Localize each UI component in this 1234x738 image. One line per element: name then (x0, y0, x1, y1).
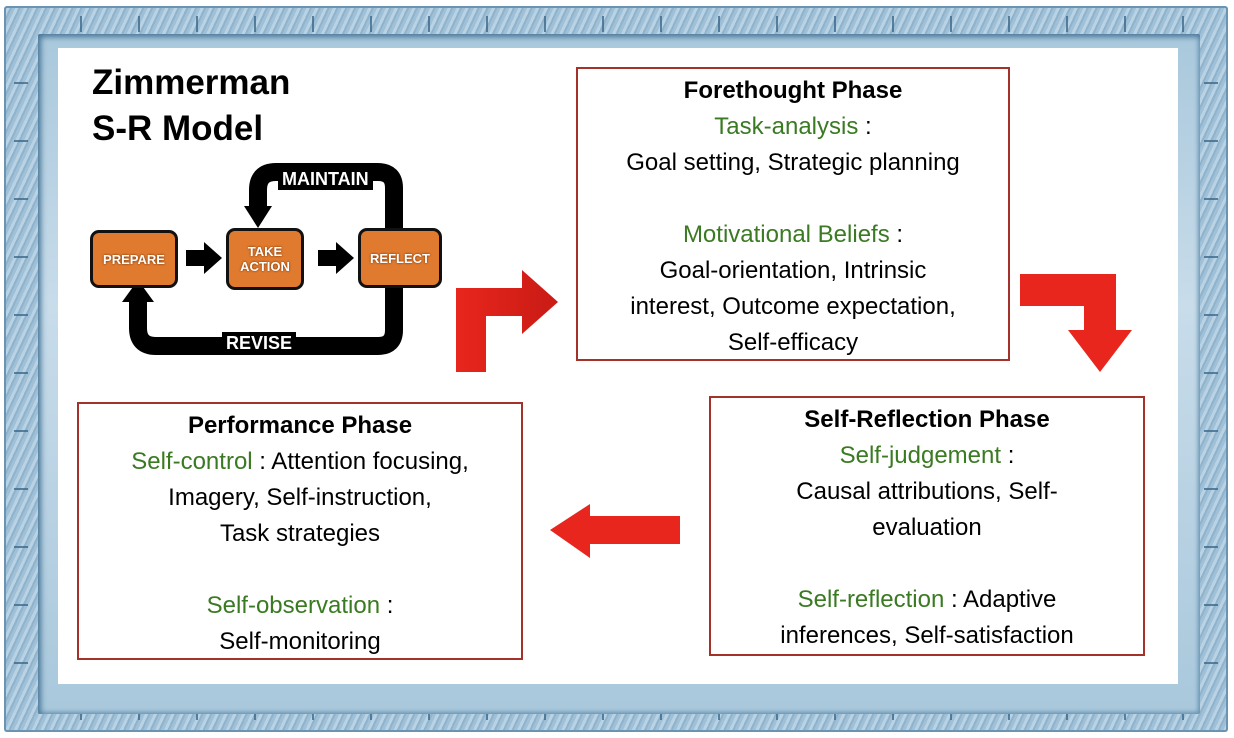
frame-bricks-right (1204, 26, 1218, 712)
take-label: TAKE (247, 244, 283, 259)
forethought-phase-box: Forethought Phase Task-analysis : Goal s… (576, 67, 1010, 361)
self-observation-sep: : (380, 592, 394, 619)
self-reflection-row: Self-reflection : Adaptive (711, 582, 1143, 618)
title-line-2: S-R Model (92, 109, 264, 148)
maintain-arrowhead (244, 206, 272, 228)
revise-arrowhead (122, 280, 154, 302)
self-reflection-sep: : Adaptive (944, 586, 1057, 613)
title-line-1: Zimmerman (92, 63, 291, 102)
red-arrow-turn-right (456, 270, 558, 372)
action-to-reflect-head (336, 242, 354, 274)
self-judgement-sep: : (1001, 442, 1015, 469)
self-reflection-phase-box: Self-Reflection Phase Self-judgement : C… (709, 396, 1145, 656)
self-judgement-heading: Self-judgement (839, 442, 1002, 469)
action-label: ACTION (240, 259, 290, 274)
revise-label: REVISE (222, 332, 297, 354)
reflect-box: REFLECT (358, 228, 442, 288)
frame-bricks-left (14, 26, 28, 712)
self-judgement-row: Self-judgement : (711, 438, 1143, 474)
self-reflection-title: Self-Reflection Phase (804, 406, 1050, 433)
performance-phase-box: Performance Phase Self-control : Attenti… (77, 402, 523, 660)
task-analysis-line: Goal setting, Strategic planning (626, 149, 960, 176)
maintain-label: MAINTAIN (278, 168, 373, 190)
motivational-beliefs-sep: : (889, 221, 904, 248)
motivational-beliefs-row: Motivational Beliefs : (578, 217, 1008, 253)
frame-bricks-top (24, 16, 1208, 32)
red-arrow-left (550, 504, 680, 558)
performance-title: Performance Phase (187, 412, 413, 439)
reflect-label: REFLECT (370, 250, 430, 266)
self-control-line: Imagery, Self-instruction, (168, 484, 432, 511)
prepare-box: PREPARE (90, 230, 178, 288)
self-control-sep: : Attention focusing, (252, 448, 469, 475)
self-reflection-line: inferences, Self-satisfaction (780, 622, 1074, 649)
red-arrow-turn-down (1020, 274, 1132, 372)
take-action-box: TAKE ACTION (226, 228, 304, 290)
prepare-to-action-shaft (186, 250, 206, 266)
action-to-reflect-shaft (318, 250, 338, 266)
prepare-label: PREPARE (103, 251, 165, 267)
task-analysis-row: Task-analysis : (578, 109, 1008, 145)
prepare-to-action-head (204, 242, 222, 274)
motivational-beliefs-line: Self-efficacy (727, 329, 859, 356)
task-analysis-heading: Task-analysis (714, 113, 859, 140)
self-control-line: Task strategies (219, 520, 381, 547)
motivational-beliefs-heading: Motivational Beliefs (682, 221, 890, 248)
self-observation-heading: Self-observation (206, 592, 381, 619)
self-observation-line: Self-monitoring (219, 628, 381, 655)
self-control-row: Self-control : Attention focusing, (79, 444, 521, 480)
diagram-title: Zimmerman S-R Model (92, 60, 290, 152)
forethought-title: Forethought Phase (683, 77, 903, 104)
motivational-beliefs-line: Goal-orientation, Intrinsic (659, 257, 927, 284)
motivational-beliefs-line: interest, Outcome expectation, (630, 293, 956, 320)
self-judgement-line: Causal attributions, Self- (796, 478, 1058, 505)
self-observation-row: Self-observation : (79, 588, 521, 624)
task-analysis-sep: : (858, 113, 872, 140)
sr-loop-diagram: PREPARE TAKE ACTION REFLECT MAINTAIN REV… (86, 160, 446, 360)
self-control-heading: Self-control (131, 448, 253, 475)
self-judgement-line: evaluation (872, 514, 982, 541)
self-reflection-heading: Self-reflection (797, 586, 945, 613)
